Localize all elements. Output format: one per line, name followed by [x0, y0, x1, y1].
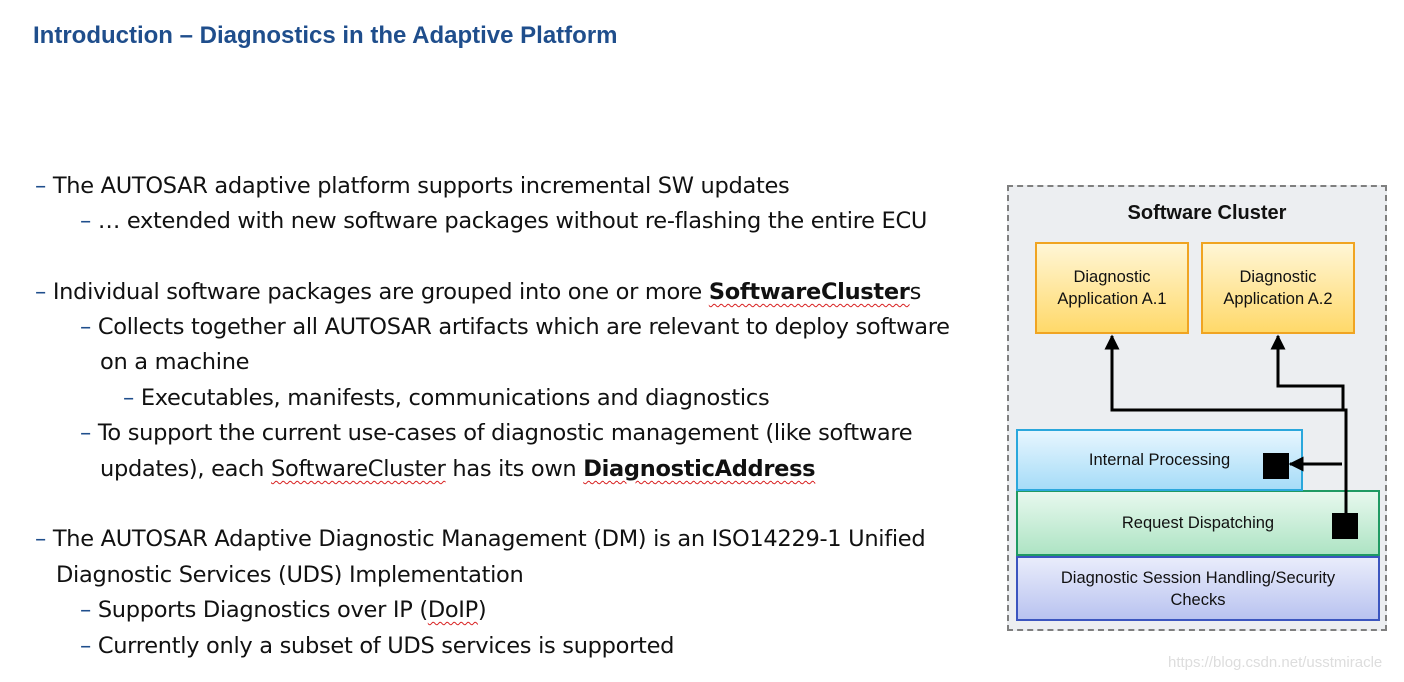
bullet-2-suffix: s — [909, 279, 922, 305]
bullet-1-1-text: … extended with new software packages wi… — [97, 208, 928, 234]
internal-processing-label: Internal Processing — [1088, 451, 1231, 469]
internal-processing-port — [1263, 453, 1289, 479]
bullet-dash: – — [123, 385, 134, 411]
bullet-3: – The AUTOSAR Adaptive Diagnostic Manage… — [35, 523, 926, 555]
bullet-3-1-pre: Supports Diagnostics over IP ( — [97, 597, 428, 623]
bullet-dash: – — [35, 526, 46, 552]
bullet-dash: – — [80, 420, 91, 446]
softwarecluster-term: SoftwareCluster — [708, 279, 910, 305]
request-dispatching-label: Request Dispatching — [1121, 514, 1275, 532]
bullet-dash: – — [35, 279, 46, 305]
diagnosticaddress-term: DiagnosticAddress — [583, 456, 816, 482]
bullet-3-cont: Diagnostic Services (UDS) Implementation — [56, 559, 524, 591]
bullet-dash: – — [80, 633, 91, 659]
bullet-2-2-mid: has its own — [445, 456, 584, 482]
software-cluster-title: Software Cluster — [1127, 202, 1287, 224]
slide-title: Introduction – Diagnostics in the Adapti… — [33, 22, 618, 49]
bullet-3-2-text: Currently only a subset of UDS services … — [97, 633, 675, 659]
bullet-2-1: – Collects together all AUTOSAR artifact… — [80, 311, 950, 343]
bullet-1-text: The AUTOSAR adaptive platform supports i… — [52, 173, 790, 199]
bullet-3-1-post: ) — [477, 597, 487, 623]
request-dispatching-port — [1332, 513, 1358, 539]
bullet-2-text: Individual software packages are grouped… — [52, 279, 709, 305]
bullet-dash: – — [80, 208, 91, 234]
watermark: https://blog.csdn.net/usstmiracle — [1168, 654, 1383, 671]
bullet-2-2-cont: updates), each SoftwareCluster has its o… — [100, 453, 816, 485]
arrow-to-app-a2 — [1270, 334, 1345, 410]
bullet-3-text-cont: Diagnostic Services (UDS) Implementation — [56, 562, 524, 588]
bullet-dash: – — [35, 173, 46, 199]
app-a1-line1: Diagnostic — [1073, 268, 1151, 286]
softwarecluster-word: SoftwareCluster — [271, 456, 446, 482]
session-line1: Diagnostic Session Handling/Security — [1060, 568, 1336, 587]
diagnostic-application-a1: Diagnostic Application A.1 — [1035, 242, 1189, 334]
bullet-3-1: – Supports Diagnostics over IP (DoIP) — [80, 594, 487, 626]
request-dispatching-layer: Request Dispatching — [1016, 490, 1380, 556]
doip-word: DoIP — [427, 597, 478, 623]
bullet-2-1-1-text: Executables, manifests, communications a… — [140, 385, 770, 411]
app-a1-line2: Application A.1 — [1057, 290, 1167, 308]
diagnostic-application-a2: Diagnostic Application A.2 — [1201, 242, 1355, 334]
bullet-dash: – — [80, 597, 91, 623]
bullet-3-2: – Currently only a subset of UDS service… — [80, 630, 674, 662]
bullet-dash: – — [80, 314, 91, 340]
bullet-3-text: The AUTOSAR Adaptive Diagnostic Manageme… — [52, 526, 926, 552]
bullet-1: – The AUTOSAR adaptive platform supports… — [35, 170, 790, 202]
session-line2: Checks — [1170, 590, 1226, 609]
bullet-2-2-pre: updates), each — [100, 456, 271, 482]
bullet-2-2-text: To support the current use-cases of diag… — [97, 420, 913, 446]
bullet-1-1: – … extended with new software packages … — [80, 205, 927, 237]
bullet-2-1-cont: on a machine — [100, 346, 250, 378]
bullet-2-1-text-cont: on a machine — [100, 349, 250, 375]
bullet-2-1-text: Collects together all AUTOSAR artifacts … — [97, 314, 950, 340]
app-a2-line2: Application A.2 — [1223, 290, 1333, 308]
app-a2-line1: Diagnostic — [1239, 268, 1317, 286]
bullet-2: – Individual software packages are group… — [35, 276, 921, 308]
bullet-2-2: – To support the current use-cases of di… — [80, 417, 913, 449]
internal-processing-layer: Internal Processing — [1016, 429, 1303, 491]
bullet-2-1-1: – Executables, manifests, communications… — [123, 382, 770, 414]
session-handling-layer: Diagnostic Session Handling/Security Che… — [1016, 556, 1380, 621]
arrow-to-app-a1 — [1104, 334, 1348, 524]
